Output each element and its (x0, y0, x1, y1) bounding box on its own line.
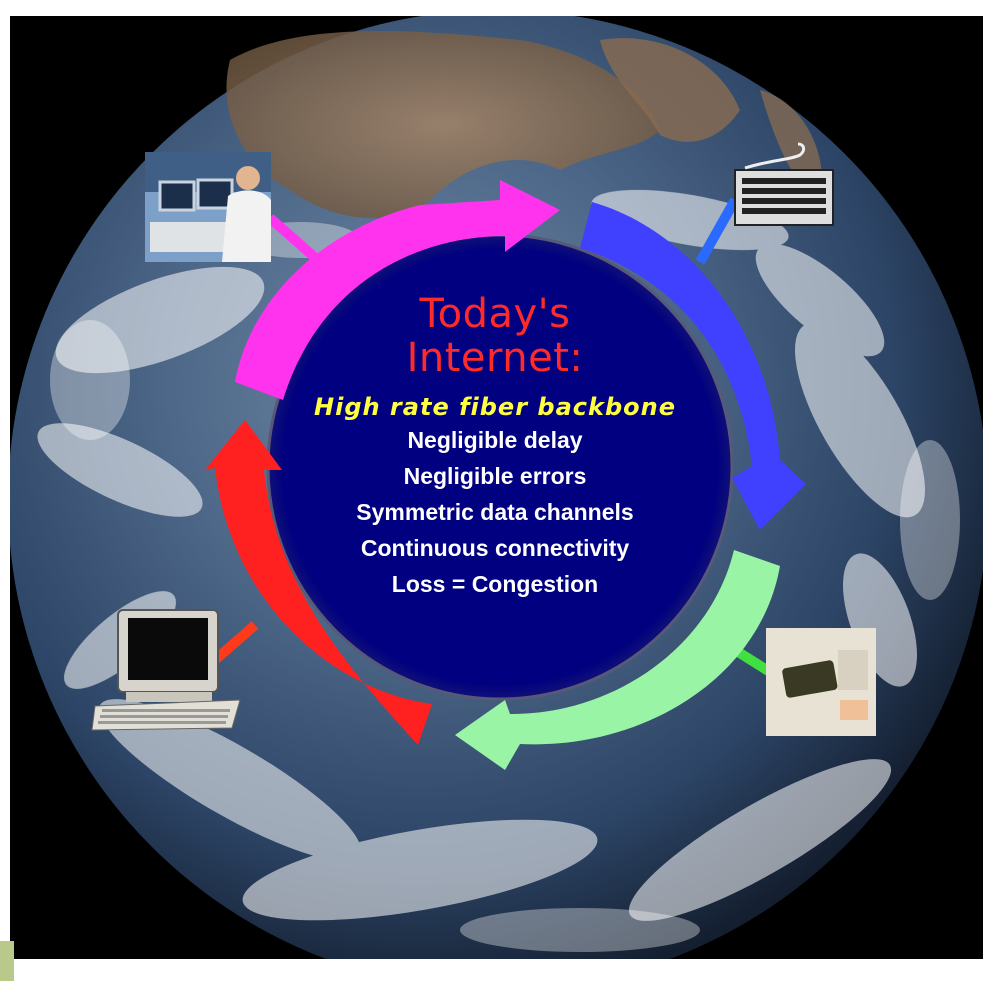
center-disc (268, 235, 732, 699)
center-text-block: Today's Internet: High rate fiber backbo… (265, 292, 725, 602)
feature-item: Continuous connectivity (360, 535, 630, 561)
desktop-computer-icon (91, 609, 241, 731)
frame-right (983, 0, 989, 981)
corner-logo-mark (0, 941, 14, 981)
frame-bottom (0, 959, 989, 981)
landmass-africa (226, 31, 661, 219)
arrow-blue (580, 202, 806, 530)
feature-item: Symmetric data channels (356, 499, 634, 525)
arrow-green (455, 550, 780, 770)
diagram-title-line2: Internet: (406, 335, 584, 381)
frame-top (0, 0, 989, 16)
arrow-magenta (235, 180, 560, 400)
feature-item: Loss = Congestion (391, 571, 599, 597)
connector-operator (266, 214, 324, 266)
operator-workstation-icon (145, 152, 271, 262)
landmass-arabia (600, 38, 740, 142)
feature-item: Negligible delay (407, 427, 583, 453)
diagram-title-line1: Today's (419, 291, 571, 337)
clouds (37, 189, 925, 921)
arrow-red (205, 420, 432, 745)
frame-left (0, 0, 10, 981)
feature-item: Negligible errors (403, 463, 587, 489)
connector-keyboard (695, 197, 740, 265)
diagram-subtitle: High rate fiber backbone (314, 393, 676, 421)
connector-handheld (732, 645, 773, 677)
handheld-device-icon (766, 628, 876, 736)
connector-desktop (211, 621, 259, 664)
keyboard-icon (734, 142, 834, 226)
